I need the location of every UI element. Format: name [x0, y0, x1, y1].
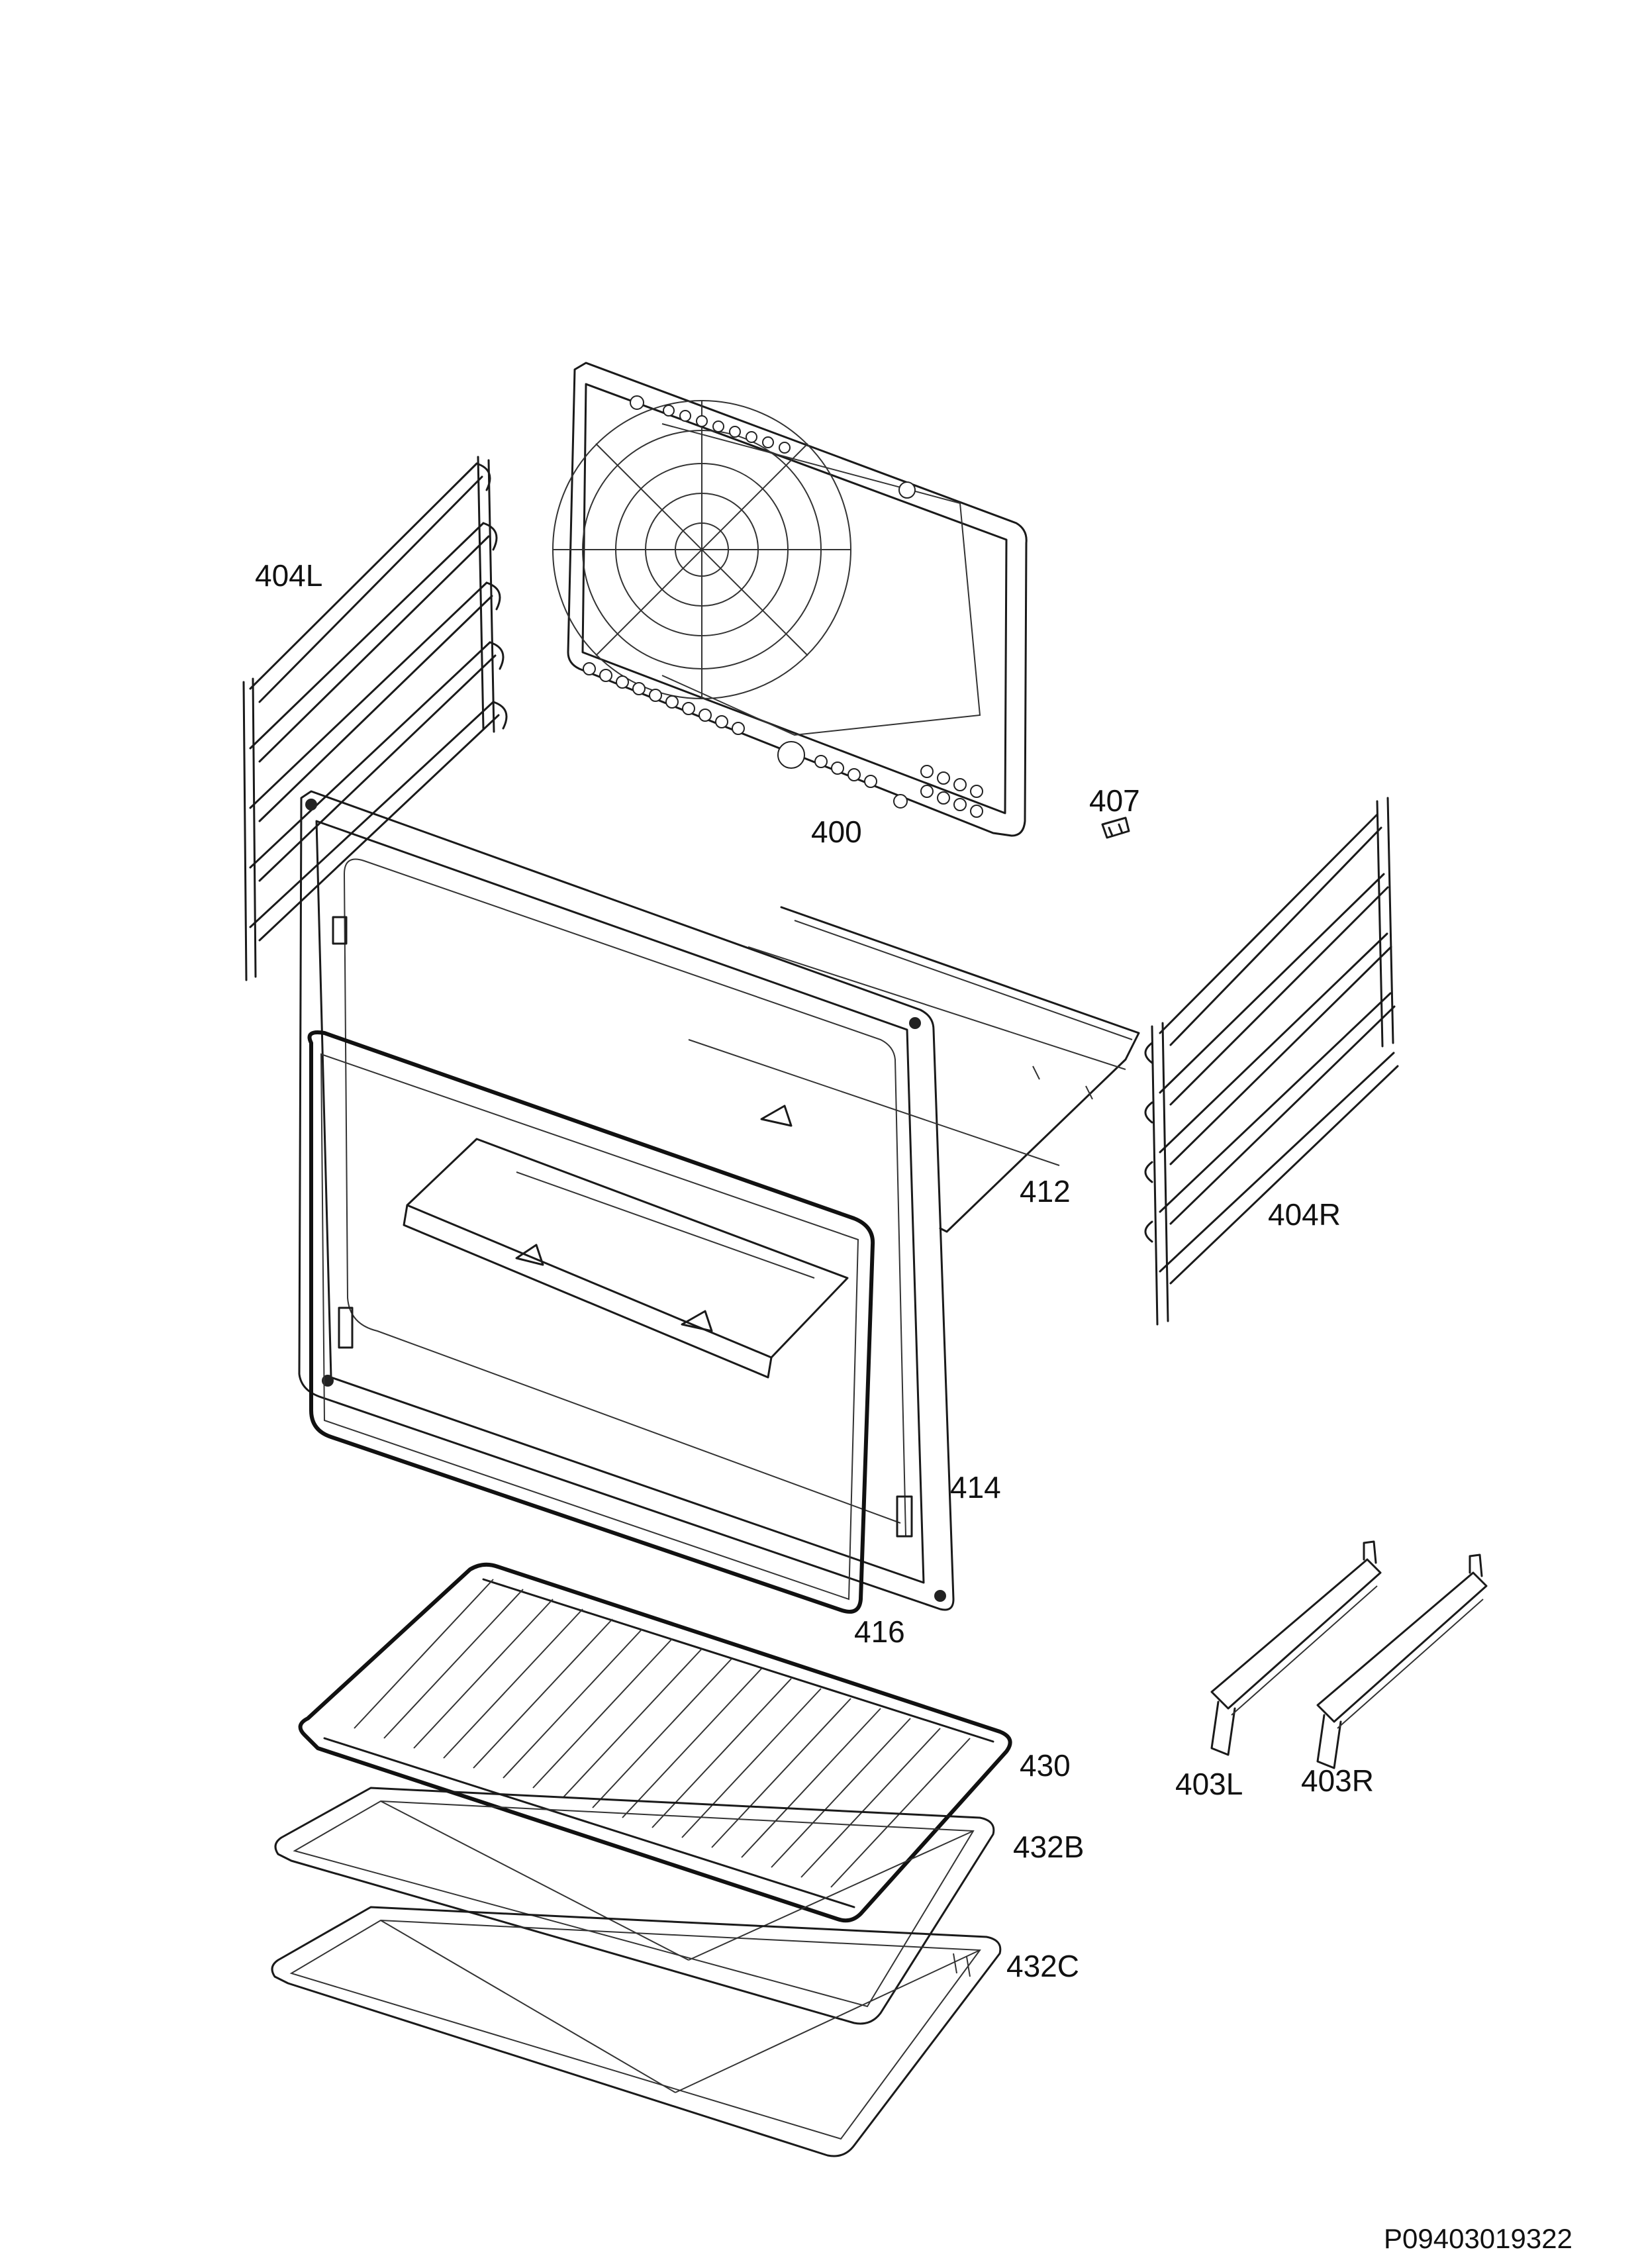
vent-holes-upper: [663, 405, 791, 454]
label-407: 407: [1089, 783, 1140, 818]
part-403L-runner: [1210, 1540, 1382, 1756]
label-403R: 403R: [1301, 1763, 1374, 1798]
part-403R-runner: [1316, 1553, 1488, 1769]
label-432C: 432C: [1006, 1949, 1079, 1983]
document-id: P09403019322: [1384, 2223, 1572, 2254]
part-430-wire-grill: [298, 1562, 1012, 1923]
inner-tray: [403, 1105, 849, 1379]
label-412: 412: [1020, 1174, 1071, 1208]
part-432C-tray: [271, 1906, 1002, 2157]
label-404R: 404R: [1268, 1197, 1341, 1232]
label-416: 416: [854, 1614, 905, 1649]
label-414: 414: [950, 1470, 1001, 1504]
label-400: 400: [811, 814, 862, 849]
label-430: 430: [1020, 1748, 1071, 1783]
label-432B: 432B: [1013, 1830, 1084, 1864]
part-404L-left-rack: [242, 456, 508, 981]
label-404L: 404L: [255, 558, 322, 593]
part-414-front-frame: [298, 790, 955, 1611]
part-407-clip: [1101, 816, 1130, 839]
part-404R-right-rack: [1144, 797, 1399, 1326]
part-416-door-seal: [307, 1030, 875, 1614]
vent-holes-lower: [583, 662, 983, 818]
part-432B-tray: [274, 1787, 995, 2025]
part-412-base-plate: [688, 906, 1140, 1233]
part-400-rear-panel: [552, 362, 1028, 837]
label-403L: 403L: [1175, 1767, 1243, 1801]
